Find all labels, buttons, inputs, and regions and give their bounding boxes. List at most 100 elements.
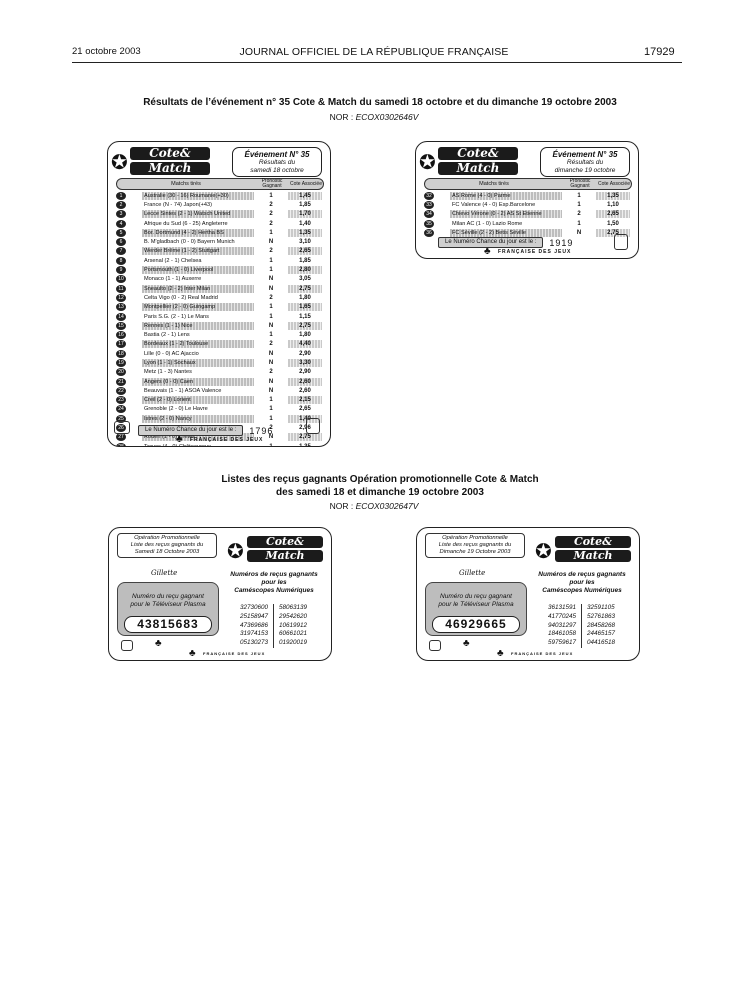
result-value: 2 — [269, 248, 273, 255]
cote-value: 3,05 — [299, 276, 311, 283]
cote-value: 1,80 — [299, 332, 311, 339]
ticket-saturday: ✪ Cote& Match Événement N° 35 Résultats … — [107, 141, 331, 447]
result-value: 2 — [269, 201, 273, 208]
brand-logo-line1: Cote& — [130, 147, 210, 160]
col-result: Pronostic Gagnant — [261, 178, 283, 189]
cote-value: 1,35 — [288, 228, 322, 237]
winning-code: 94031297 — [548, 621, 577, 629]
match-number: 19 — [116, 358, 126, 367]
plasma-prize-label: Numéro du reçu gagnant pour le Téléviseu… — [118, 593, 218, 610]
winning-code: 31974153 — [240, 630, 269, 638]
page-number: 17929 — [644, 46, 675, 58]
winning-code: 24465157 — [587, 630, 616, 638]
camcorder-heading-line1: Numéros de reçus gagnants — [538, 571, 626, 578]
camcorder-heading-line3: Caméscopes Numériques — [234, 587, 314, 595]
match-text: Lille (0 - 0) AC Ajaccio — [144, 350, 199, 357]
nor-label: NOR : — [329, 501, 354, 511]
match-number: 33 — [424, 200, 434, 209]
promo-op-title: Opération Promotionnelle — [442, 535, 508, 541]
match-text: Beauvais (1 - 1) ASOA Valence — [144, 387, 222, 394]
col-result: Pronostic Gagnant — [569, 178, 591, 189]
chance-number: Le Numéro Chance du jour est le : 1919 — [438, 237, 573, 248]
result-value: 1 — [269, 304, 273, 311]
star-icon: ✪ — [111, 152, 128, 174]
header-date: 21 octobre 2003 — [72, 46, 141, 57]
match-text: Rouen (1 - 0) Créteil — [142, 433, 254, 442]
result-value: N — [268, 285, 274, 292]
cote-value: 1,65 — [288, 303, 322, 312]
event-title: Événement N° 35 — [244, 150, 310, 159]
match-number: 36 — [424, 228, 434, 237]
partner-logo: Gillette — [459, 569, 486, 577]
brand-logo-line1: Cote& — [247, 536, 323, 548]
cote-value: 1,15 — [299, 313, 311, 320]
match-number: 23 — [116, 396, 126, 405]
nor-label: NOR : — [329, 112, 354, 122]
clover-icon: ♣ — [497, 648, 504, 659]
fdj-logo-text: FRANÇAISE DES JEUX — [498, 249, 572, 255]
result-value: 1 — [269, 192, 273, 199]
match-number: 20 — [116, 368, 126, 377]
promo-op-sub: Liste des reçus gagnants du — [438, 541, 512, 548]
match-text: Lecce Sintes (2 - 1) Watsch United — [142, 210, 254, 219]
camcorder-heading-line2: pour les — [569, 579, 595, 587]
match-number: 24 — [116, 405, 126, 414]
match-number: 1 — [116, 191, 126, 200]
prize-label-line1: Numéro du reçu gagnant — [440, 593, 512, 600]
winning-code: 28458268 — [587, 621, 616, 629]
chance-number: Le Numéro Chance du jour est le : 1796 — [138, 425, 273, 436]
result-value: 1 — [577, 192, 581, 199]
fdj-emblem-icon: ♣ — [463, 638, 470, 649]
match-text: Lyon (1 - 1) Sochaux — [142, 358, 254, 367]
match-text: Grenoble (2 - 0) Le Havre — [144, 406, 208, 413]
col-cote: Cote Associée — [598, 180, 630, 187]
section2-nor: NOR : ECOX0302647V — [0, 501, 748, 511]
winning-code: 29542620 — [279, 612, 308, 620]
event-sub: Résultats du — [566, 159, 604, 167]
match-text: B. M'gladbach (0 - 0) Bayern Munich — [144, 239, 235, 246]
match-number: 5 — [116, 228, 126, 237]
match-text: Celta Vigo (0 - 2) Real Madrid — [144, 294, 218, 301]
clover-icon: ♣ — [484, 246, 491, 257]
cote-value: 1,80 — [299, 294, 311, 301]
header-rule — [72, 62, 682, 63]
result-value: 2 — [269, 425, 273, 432]
match-number: 21 — [116, 377, 126, 386]
winning-code: 58063139 — [279, 604, 308, 611]
result-value: 2 — [269, 341, 273, 348]
result-value: 1 — [269, 332, 273, 339]
match-number: 14 — [116, 312, 126, 321]
col-match: Matchs tirés — [479, 181, 509, 187]
promo-op-date: Dimanche 19 Octobre 2003 — [439, 548, 511, 555]
winning-code: 32591105 — [587, 604, 615, 611]
match-number: 28 — [116, 442, 126, 446]
promo-operation-box: Opération Promotionnelle Liste des reçus… — [117, 533, 217, 558]
result-value: 2 — [269, 294, 273, 301]
cote-value: 2,60 — [288, 377, 322, 386]
plasma-prize-label: Numéro du reçu gagnant pour le Téléviseu… — [426, 593, 526, 610]
chance-value: 1919 — [549, 237, 574, 248]
result-value: 1 — [269, 313, 273, 320]
column-header: Matchs tirés Pronostic Gagnant Cote Asso… — [424, 178, 632, 190]
event-box: Événement N° 35 Résultats du dimanche 19… — [540, 147, 630, 177]
match-text: Angers (0 - 0) Caen — [142, 377, 254, 386]
monitor-icon — [121, 640, 133, 651]
cote-value: 2,75 — [288, 284, 322, 293]
partner-logo: Gillette — [151, 569, 178, 577]
chance-value: 1796 — [249, 425, 274, 436]
match-number: 8 — [116, 256, 126, 265]
match-text: Paris S.G. (2 - 1) Le Mans — [144, 313, 209, 320]
promo-ticket-saturday: Opération Promotionnelle Liste des reçus… — [108, 527, 332, 661]
